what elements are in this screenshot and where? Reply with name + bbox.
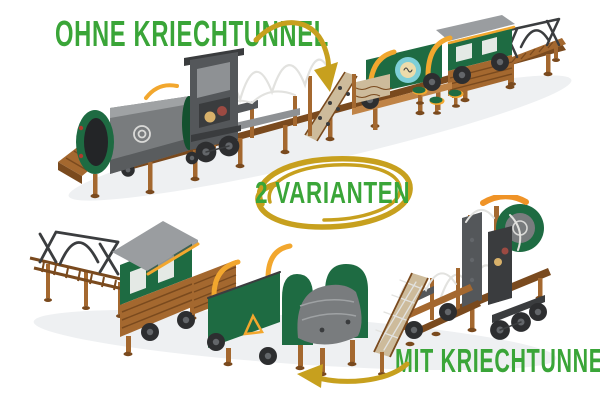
orange-arch xyxy=(480,195,529,206)
climbing-ramp xyxy=(304,71,393,142)
playground-train-without-tunnel-illustration xyxy=(58,15,572,201)
climbing-net-ramp xyxy=(373,272,429,376)
triangle-logo xyxy=(242,313,265,336)
locomotive xyxy=(58,48,244,199)
yellow-arch xyxy=(425,35,453,79)
play-gauge xyxy=(217,106,227,116)
variant-ohne-label: OHNE KRIECHTUNNEL xyxy=(55,13,329,54)
tender-wagon xyxy=(207,243,293,367)
play-gauge xyxy=(501,247,509,255)
highlight-ellipse-icon xyxy=(255,156,413,230)
locomotive xyxy=(438,195,551,340)
crawl-tunnel xyxy=(282,264,368,377)
arrow-curved-right-icon xyxy=(253,20,338,92)
play-gauge xyxy=(494,258,502,266)
playground-train-with-tunnel-illustration xyxy=(29,195,557,377)
arrow-curved-left-icon xyxy=(297,361,410,388)
spiral-logo xyxy=(133,125,151,143)
stepping-pods xyxy=(412,86,464,115)
variant-mit-label: MIT KRIECHTUNNEL xyxy=(395,342,600,379)
play-gauge xyxy=(204,111,216,123)
covered-wagon xyxy=(112,221,237,357)
variants-count-badge: 2 VARIANTEN xyxy=(254,174,411,210)
covered-wagon xyxy=(436,15,516,98)
